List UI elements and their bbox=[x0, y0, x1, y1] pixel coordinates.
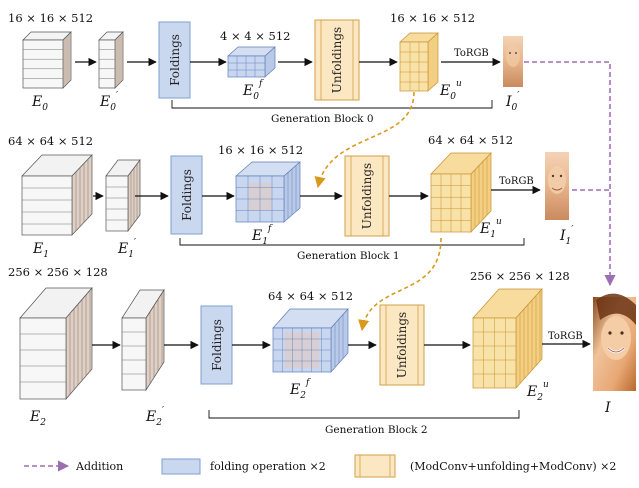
b2-eu-label: E2u bbox=[526, 380, 549, 403]
b0-eprime-tensor bbox=[98, 31, 124, 89]
b0-eprime-label: E0′ bbox=[99, 91, 118, 113]
b0-folded-dim: 4 × 4 × 512 bbox=[220, 29, 290, 43]
b2-output-dim: 256 × 256 × 128 bbox=[470, 269, 570, 283]
b2-e-tensor bbox=[19, 287, 93, 400]
b2-bracket bbox=[208, 410, 520, 419]
b1-unfoldings-label: Unfoldings bbox=[360, 163, 374, 229]
b1-torgb-label: ToRGB bbox=[499, 176, 534, 187]
b1-eprime-label: E1′ bbox=[117, 238, 136, 260]
b1-e-label: E1 bbox=[32, 241, 49, 260]
b0-image-label: I0′ bbox=[505, 91, 519, 113]
b2-folded-dim: 64 × 64 × 512 bbox=[268, 289, 353, 303]
skip-connection-1-to-2 bbox=[358, 237, 442, 332]
b2-input-dim: 256 × 256 × 128 bbox=[8, 265, 108, 279]
b0-block-label: Generation Block 0 bbox=[271, 113, 374, 125]
b0-eu-label: E0u bbox=[439, 79, 462, 102]
legend-addition-label: Addition bbox=[75, 460, 123, 473]
b0-foldings-label: Foldings bbox=[168, 34, 182, 86]
b0-eu-tensor bbox=[399, 32, 439, 92]
b1-ef-tensor bbox=[235, 161, 301, 223]
b0-bracket bbox=[171, 100, 493, 109]
b2-ef-label: E2f bbox=[289, 378, 311, 401]
legend-unfolding-label: (ModConv+unfolding+ModConv) ×2 bbox=[410, 460, 616, 473]
legend-folding-swatch bbox=[161, 458, 201, 475]
b0-unfoldings-label: Unfoldings bbox=[330, 27, 344, 93]
b2-eprime-tensor bbox=[121, 288, 165, 392]
b1-output-dim: 64 × 64 × 512 bbox=[428, 133, 513, 147]
b1-bracket bbox=[179, 238, 525, 246]
b2-eprime-label: E2′ bbox=[145, 406, 164, 428]
b2-eu-tensor bbox=[472, 288, 543, 389]
b1-eu-tensor bbox=[430, 152, 492, 233]
b2-foldings-label: Foldings bbox=[210, 319, 224, 371]
b1-image-label: I1′ bbox=[559, 225, 573, 247]
b0-torgb-label: ToRGB bbox=[454, 48, 489, 59]
b2-ef-tensor bbox=[272, 308, 349, 373]
b0-e-label: E0 bbox=[31, 94, 48, 113]
b2-e-label: E2 bbox=[29, 409, 46, 428]
b1-folded-dim: 16 × 16 × 512 bbox=[218, 143, 303, 157]
b0-ef-tensor bbox=[227, 46, 276, 78]
b0-output-dim: 16 × 16 × 512 bbox=[390, 11, 475, 25]
b1-output-image bbox=[545, 152, 569, 220]
final-output-label: I bbox=[604, 400, 611, 416]
skip-connection-0-to-1 bbox=[314, 91, 415, 189]
b1-foldings-box bbox=[170, 155, 203, 235]
b2-torgb-label: ToRGB bbox=[548, 331, 583, 342]
final-output-image bbox=[593, 293, 636, 391]
b0-ef-label: E0f bbox=[242, 79, 264, 102]
b1-foldings-label: Foldings bbox=[180, 169, 194, 221]
b0-input-dim: 16 × 16 × 512 bbox=[8, 11, 93, 25]
legend-folding-label: folding operation ×2 bbox=[210, 460, 326, 473]
b2-block-label: Generation Block 2 bbox=[325, 424, 428, 436]
b1-e-tensor bbox=[21, 154, 93, 236]
b0-foldings-box bbox=[158, 21, 191, 99]
b2-unfoldings-label: Unfoldings bbox=[395, 312, 409, 378]
b1-block-label: Generation Block 1 bbox=[297, 250, 400, 262]
b0-e-tensor bbox=[22, 31, 72, 89]
addition-path-0 bbox=[524, 61, 616, 287]
b0-unfoldings-box bbox=[314, 19, 360, 101]
b1-eu-label: E1u bbox=[479, 217, 502, 240]
b0-output-image bbox=[503, 36, 523, 87]
b1-ef-label: E1f bbox=[251, 224, 273, 247]
b1-input-dim: 64 × 64 × 512 bbox=[8, 134, 93, 148]
b1-eprime-tensor bbox=[105, 158, 141, 233]
legend-unfolding-swatch bbox=[354, 454, 396, 478]
b2-foldings-box bbox=[200, 305, 233, 385]
b1-unfoldings-box bbox=[344, 155, 390, 237]
